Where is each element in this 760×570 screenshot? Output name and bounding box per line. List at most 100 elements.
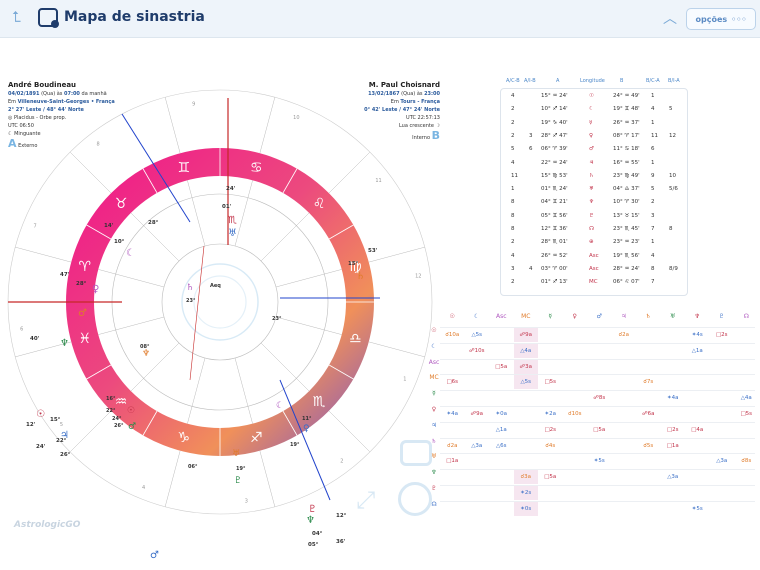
aspect-cell[interactable]: ☌4s <box>545 442 556 449</box>
aspect-cell[interactable]: ☍10s <box>469 347 485 354</box>
table-cell: 15° ♍ 53' <box>541 172 568 179</box>
aspect-cell[interactable]: ☌7s <box>643 379 654 386</box>
grid-col-header: ☉ <box>449 313 455 320</box>
synastry-wheel: 1♈2♉3♊4♋5♌6♍7♎8♏9♐10♑11♒12♓01'24'28°10°2… <box>7 89 433 560</box>
table-cell: 2 <box>511 119 515 126</box>
person-a-name: André Boudineau <box>8 81 77 89</box>
aspect-cell[interactable]: □5s <box>740 411 753 417</box>
house-number: 5 <box>60 422 63 428</box>
chevron-up-icon[interactable]: ︿ <box>663 11 677 27</box>
aspect-cell[interactable]: □6s <box>446 379 459 386</box>
sign-glyph: ♑ <box>177 430 190 446</box>
outer-planet-degree: 26° <box>60 452 71 458</box>
table-cell: ☉ <box>589 93 594 99</box>
table-cell: 4 <box>511 93 515 99</box>
aspect-cell[interactable]: ☌5s <box>643 442 654 449</box>
aspect-cell[interactable]: △4a <box>740 395 752 402</box>
table-cell: 23° ♒ 23' <box>613 239 640 246</box>
inner-house-line <box>130 212 180 262</box>
aspect-cell[interactable]: △3a <box>716 458 728 465</box>
grid-row-header: ☊ <box>431 500 437 508</box>
aspect-cell[interactable]: △3a <box>667 474 679 481</box>
aspect-cell[interactable]: ☍6a <box>642 411 655 417</box>
aspect-cell[interactable]: □2s <box>666 426 679 433</box>
table-header-cell: A/C-B <box>506 78 520 84</box>
table-cell: 12° ♊ 36' <box>541 226 568 232</box>
aspect-cell[interactable]: ✶2s <box>513 486 538 500</box>
aspect-cell[interactable]: □5s <box>544 379 557 386</box>
aspect-cell[interactable]: □1a <box>446 458 459 465</box>
aspect-cell[interactable]: ☌10a <box>445 332 460 338</box>
aspect-cell[interactable]: ✶0s <box>513 501 538 516</box>
aspect-cell[interactable]: □2s <box>715 332 728 338</box>
aspect-cell[interactable]: ✶5s <box>593 458 605 465</box>
grid-line <box>440 500 755 502</box>
person-a-place: Villeneuve-Saint-Georges • França <box>17 99 115 105</box>
table-cell: 23° ♍ 49' <box>613 172 640 179</box>
grid-col-header: ☿ <box>548 313 553 320</box>
aspect-cell[interactable]: □2s <box>544 426 557 433</box>
aspect-cell[interactable]: △5s <box>471 332 483 338</box>
outer-planet-degree: 28° <box>76 281 87 287</box>
aspect-cell[interactable]: □1a <box>666 442 679 449</box>
table-cell: ⊕ <box>589 239 594 246</box>
house-number: 8 <box>97 141 100 147</box>
table-cell: 11 <box>511 172 518 179</box>
sign-glyph: ♏ <box>313 394 326 410</box>
outer-house-line <box>69 410 112 453</box>
aspect-cell[interactable]: △5s <box>513 375 538 390</box>
aspect-cell[interactable]: ✶2a <box>544 411 556 417</box>
table-cell: 10° ♐ 14' <box>541 106 568 113</box>
aspect-cell[interactable]: ✶4a <box>667 395 679 402</box>
aspect-cell[interactable]: ☍9a <box>470 411 483 417</box>
aspect-cell[interactable]: ☍8s <box>593 395 606 402</box>
aspect-cell[interactable]: ☌2a <box>618 332 630 338</box>
aspect-cell[interactable]: ☌2a <box>446 442 458 449</box>
aspect-cell[interactable]: ✶4a <box>446 411 458 417</box>
table-cell: 1 <box>651 239 655 246</box>
outer-planet-glyph: ♄ <box>356 271 365 282</box>
aspect-cell[interactable]: ☌3a <box>513 470 538 485</box>
table-cell: 10 <box>669 172 676 179</box>
aspect-cell[interactable]: △6s <box>495 442 507 449</box>
table-cell: ♄ <box>589 172 594 179</box>
table-header-cell: Longitude <box>580 78 605 84</box>
aspect-cell[interactable]: □4a <box>691 426 704 433</box>
aspect-cell[interactable]: ☍3a <box>513 359 538 374</box>
aspect-cell[interactable]: △3a <box>471 442 483 449</box>
back-arrow-icon[interactable]: ⮤ <box>12 8 21 26</box>
table-cell: 3 <box>529 132 533 139</box>
expand-icon[interactable]: ⤢ <box>356 486 376 514</box>
table-cell: 9 <box>651 172 655 179</box>
table-cell: 08° ♈ 17' <box>613 132 640 139</box>
table-cell: 04° ♎ 37' <box>613 186 640 193</box>
aspect-cell[interactable]: ✶4s <box>691 332 703 338</box>
aspect-cell[interactable]: ☌10s <box>567 411 582 417</box>
camera-icon[interactable] <box>400 440 432 466</box>
table-cell: 23° ♏ 45' <box>613 226 640 232</box>
table-cell: 03° ♈ 00' <box>541 265 568 272</box>
aspect-cell[interactable]: △4a <box>513 343 538 358</box>
aspect-cell[interactable]: △1a <box>495 426 507 433</box>
grid-col-header: ☊ <box>743 313 749 320</box>
aspect-cell[interactable]: □5a <box>544 474 557 481</box>
aspect-cell[interactable]: ✶5s <box>691 505 703 512</box>
inner-house-line <box>260 212 310 262</box>
aspect-cell[interactable]: □5a <box>593 426 606 433</box>
table-cell: 06° ♌ 07' <box>613 279 640 286</box>
options-button[interactable]: opções ◦◦◦ <box>686 8 756 30</box>
share-icon[interactable] <box>398 482 432 516</box>
table-cell: 8 <box>669 226 673 232</box>
inner-planet-glyph: ♆ <box>142 349 150 359</box>
aspect-cell[interactable]: ☌8s <box>741 458 752 465</box>
aspect-cell[interactable]: ☍9a <box>513 328 538 342</box>
aspect-cell[interactable]: △1a <box>691 347 703 354</box>
aspect-cell[interactable]: □5a <box>495 363 508 370</box>
person-a-coords: 2° 27' Leste / 48° 44' Norte <box>8 107 84 113</box>
aspect-cell[interactable]: ✶0a <box>495 411 507 417</box>
